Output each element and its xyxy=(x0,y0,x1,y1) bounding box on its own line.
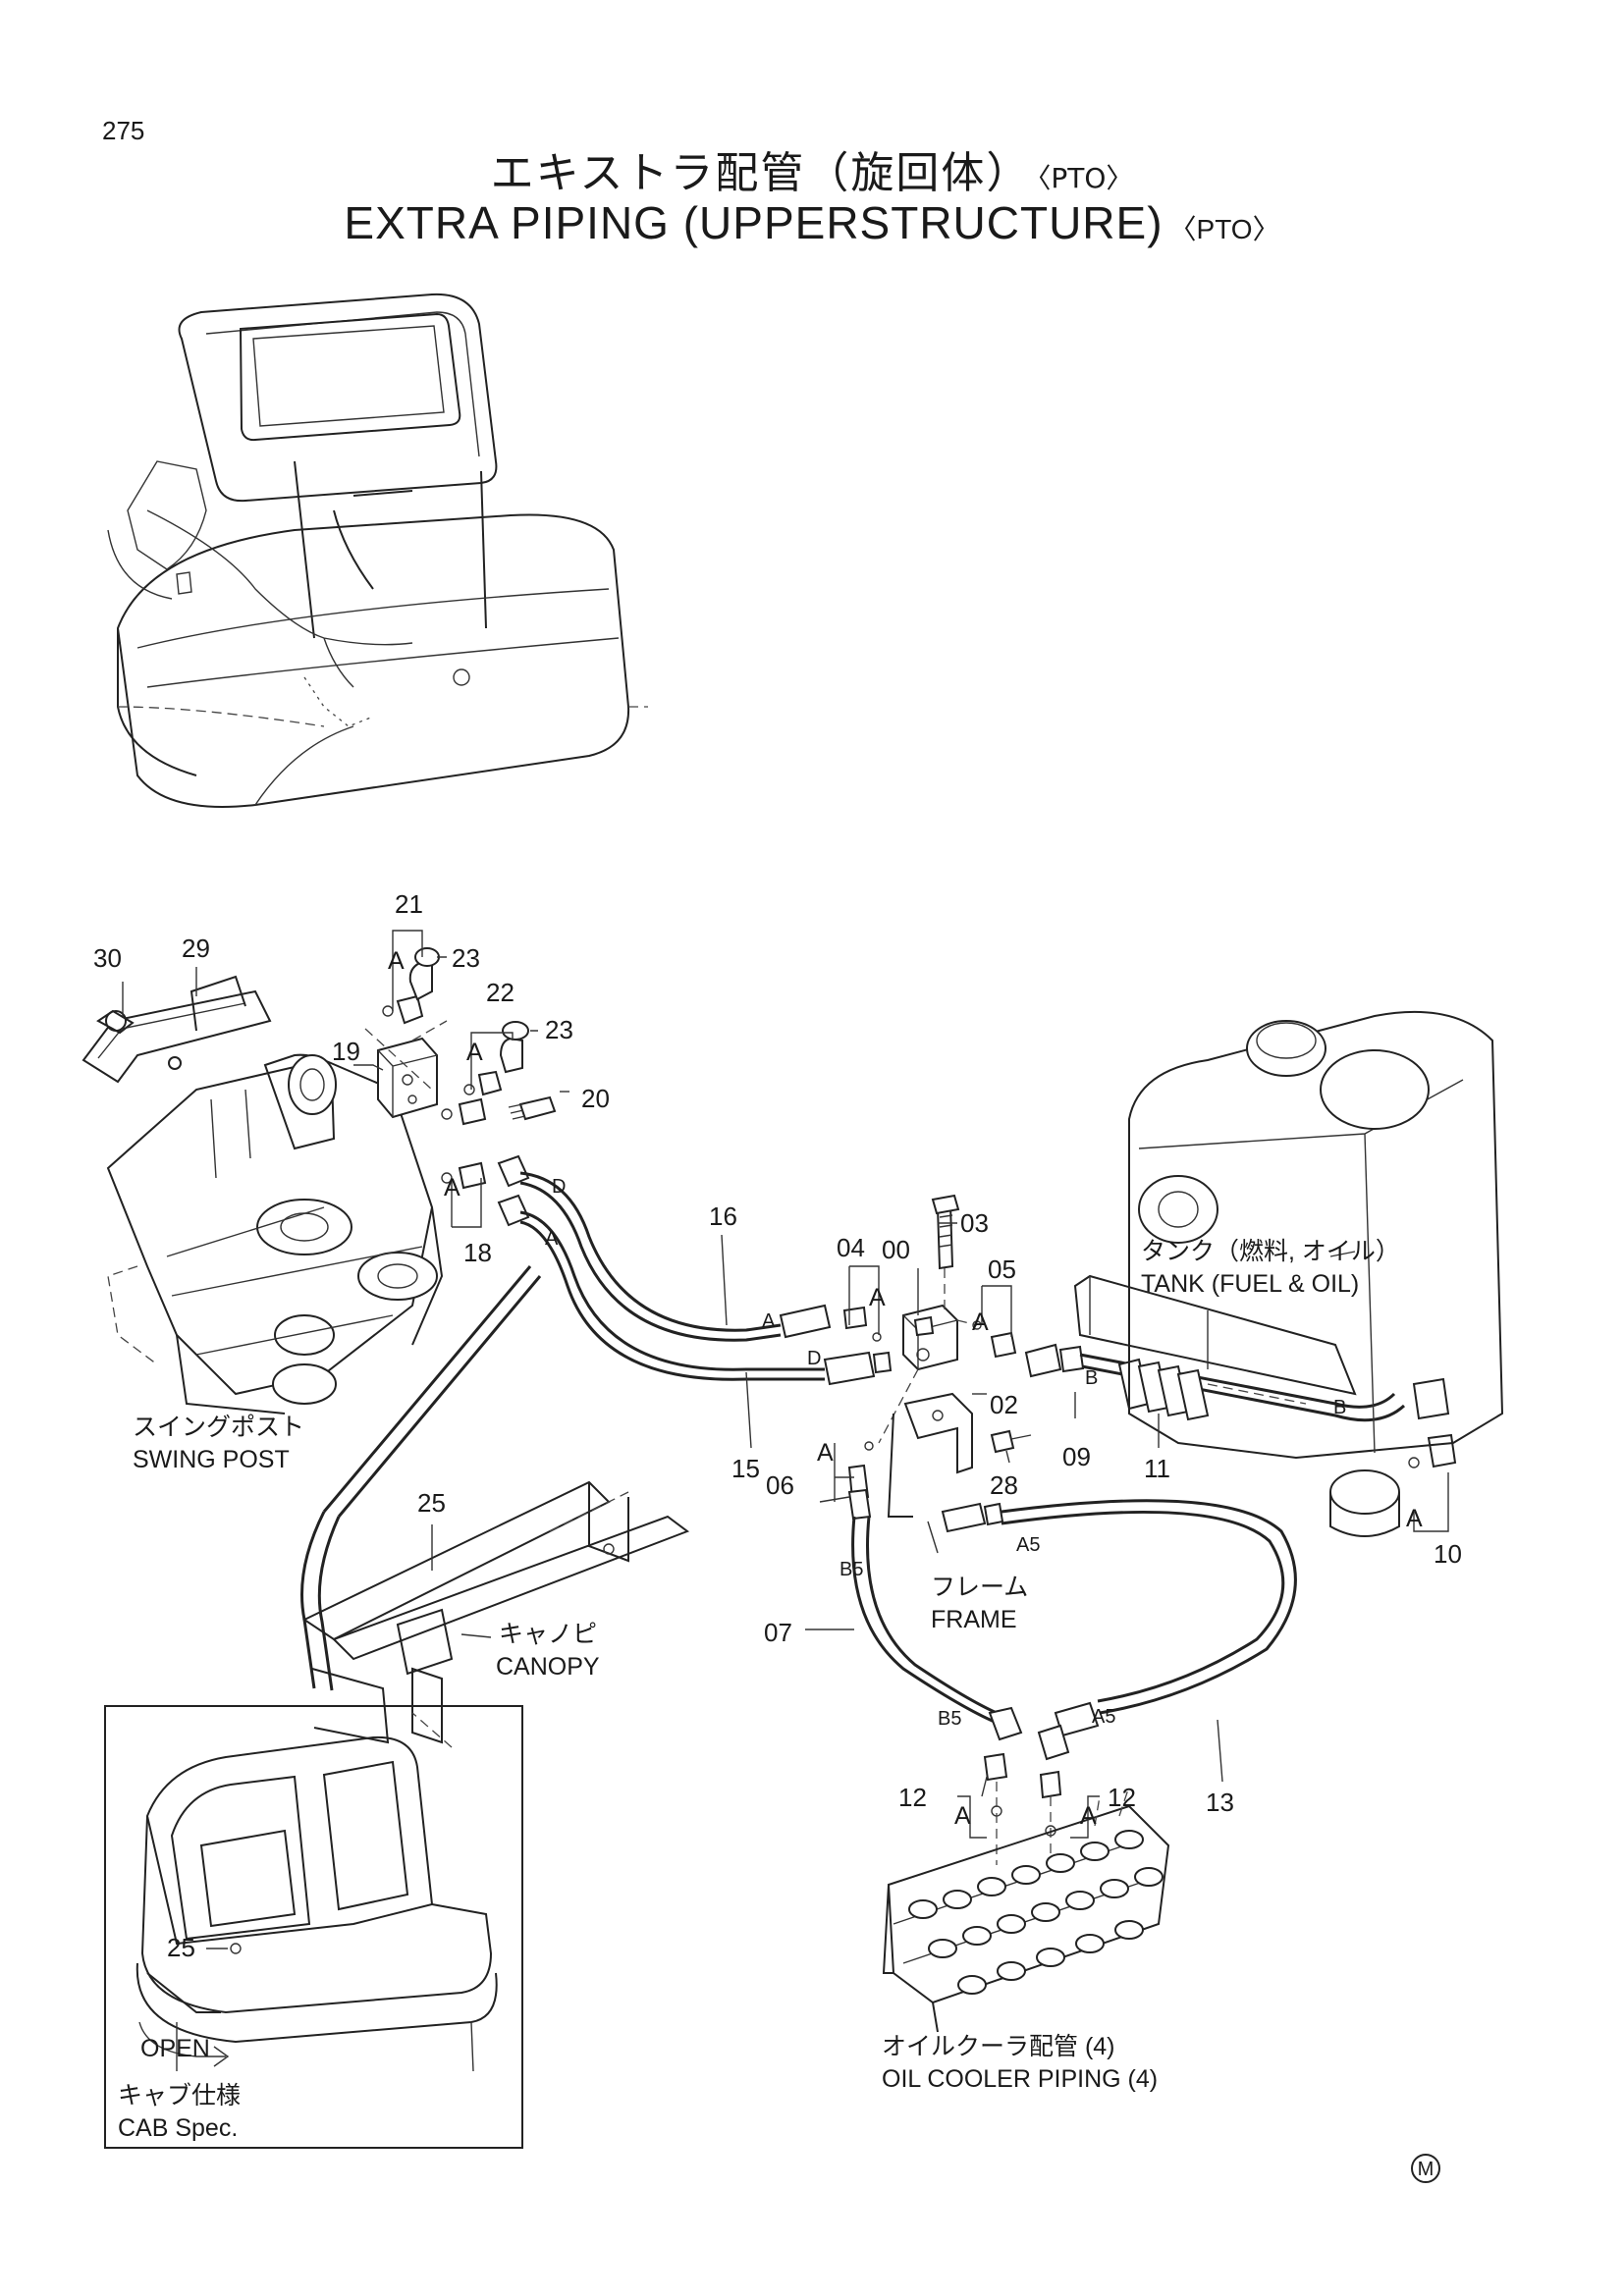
frame-label-ja: フレーム xyxy=(931,1574,1028,1601)
mark-d-upper: D xyxy=(552,1176,566,1198)
part-00-label: 00 xyxy=(882,1235,910,1264)
tank-illustration xyxy=(1073,1010,1504,1537)
mark-b-09: B xyxy=(1085,1367,1098,1389)
part-13-label: 13 xyxy=(1206,1788,1234,1817)
m-mark-letter: M xyxy=(1418,2159,1435,2180)
fittings-21-22-23 xyxy=(382,947,557,1121)
part-11-label: 11 xyxy=(1144,1454,1170,1483)
mark-a-hose-16: A xyxy=(762,1310,776,1332)
title-en-suffix: 〈PTO〉 xyxy=(1168,214,1280,244)
part-29-label: 29 xyxy=(182,934,210,963)
mark-a5-frame: A5 xyxy=(1016,1534,1040,1556)
mark-a-22: A xyxy=(466,1039,483,1066)
part-05-label: 05 xyxy=(988,1255,1016,1284)
mark-d-hose-15: D xyxy=(807,1348,821,1369)
fittings-18 xyxy=(441,1097,487,1190)
mark-a-10: A xyxy=(1406,1505,1423,1532)
part-18-label: 18 xyxy=(463,1238,492,1267)
part-22-label: 22 xyxy=(486,978,514,1007)
tank-label-en: TANK (FUEL & OIL) xyxy=(1141,1270,1359,1298)
mark-a-05: A xyxy=(972,1308,989,1336)
control-valve-illustration xyxy=(882,1786,1170,2033)
part-09-label: 09 xyxy=(1062,1442,1091,1471)
oil-cooler-label-en: OIL COOLER PIPING (4) xyxy=(882,2065,1158,2093)
page-number: 275 xyxy=(102,116,145,145)
cab-spec-label-en: CAB Spec. xyxy=(118,2114,238,2142)
part-15-label: 15 xyxy=(731,1454,760,1483)
leader-lines xyxy=(122,930,1449,1949)
title-english: EXTRA PIPING (UPPERSTRUCTURE)〈PTO〉 xyxy=(0,196,1624,249)
part-30-label: 30 xyxy=(93,943,122,973)
hose-09-11-10 xyxy=(990,1331,1457,1468)
part-16-label: 16 xyxy=(709,1201,737,1231)
oil-cooler-label-ja: オイルクーラ配管 (4) xyxy=(882,2033,1115,2060)
part-25-label: 25 xyxy=(417,1488,446,1518)
swing-post-assembly xyxy=(81,975,444,1415)
mark-a-21: A xyxy=(388,947,405,975)
part-03-label: 03 xyxy=(960,1208,989,1238)
part-07-label: 07 xyxy=(764,1618,792,1647)
mark-a-12-left: A xyxy=(954,1802,971,1830)
canopy-frame xyxy=(300,1265,690,1748)
m-mark: M xyxy=(1411,2154,1440,2183)
frame-label-en: FRAME xyxy=(931,1606,1017,1633)
title-en-text: EXTRA PIPING (UPPERSTRUCTURE) xyxy=(344,197,1164,248)
swing-post-label-ja: スイングポスト xyxy=(133,1414,304,1441)
canopy-label-ja: キャノピ xyxy=(499,1621,597,1648)
mark-a-06: A xyxy=(817,1439,834,1467)
part-23-label-a: 23 xyxy=(452,943,480,973)
cab-spec-inset xyxy=(104,1705,523,2149)
part-12-label-right: 12 xyxy=(1108,1783,1136,1812)
machine-overview-illustration xyxy=(107,293,648,808)
mark-a-04: A xyxy=(869,1284,886,1311)
part-02-label: 02 xyxy=(990,1390,1018,1419)
mark-a5-lower: A5 xyxy=(1092,1706,1115,1728)
part-28-label: 28 xyxy=(990,1470,1018,1500)
swing-post-label-en: SWING POST xyxy=(133,1446,290,1473)
part-23-label-b: 23 xyxy=(545,1015,573,1044)
part-19-label: 19 xyxy=(332,1037,360,1066)
cab-spec-label-ja: キャブ仕様 xyxy=(118,2082,241,2109)
manifold-block-19 xyxy=(364,1020,448,1119)
title-ja-suffix: 〈PTO〉 xyxy=(1037,162,1134,194)
mark-a-18: A xyxy=(444,1174,460,1201)
title-ja-text: エキストラ配管（旋回体） xyxy=(490,148,1032,198)
mark-a-12-right: A xyxy=(1080,1802,1097,1830)
hoses-07-13 xyxy=(847,1464,1297,1865)
open-label: OPEN xyxy=(140,2035,210,2062)
mark-a-upper: A xyxy=(545,1228,559,1250)
tank-label-ja: タンク（燃料, オイル） xyxy=(1141,1238,1400,1265)
part-25-label-cab: 25 xyxy=(167,1933,195,1962)
part-10-label: 10 xyxy=(1434,1539,1462,1569)
hoses-15-16 xyxy=(497,1154,893,1386)
title-japanese: エキストラ配管（旋回体）〈PTO〉 xyxy=(0,137,1624,200)
part-06-label: 06 xyxy=(766,1470,794,1500)
part-20-label: 20 xyxy=(581,1084,610,1113)
canopy-label-en: CANOPY xyxy=(496,1653,600,1681)
part-21-label: 21 xyxy=(395,889,423,919)
part-12-label-left: 12 xyxy=(898,1783,927,1812)
part-04-label: 04 xyxy=(837,1233,865,1262)
mark-b5-upper: B5 xyxy=(839,1559,863,1580)
manifold-block-00 xyxy=(864,1194,1032,1518)
mark-b-tank: B xyxy=(1333,1397,1346,1418)
mark-b5-lower: B5 xyxy=(938,1708,961,1730)
